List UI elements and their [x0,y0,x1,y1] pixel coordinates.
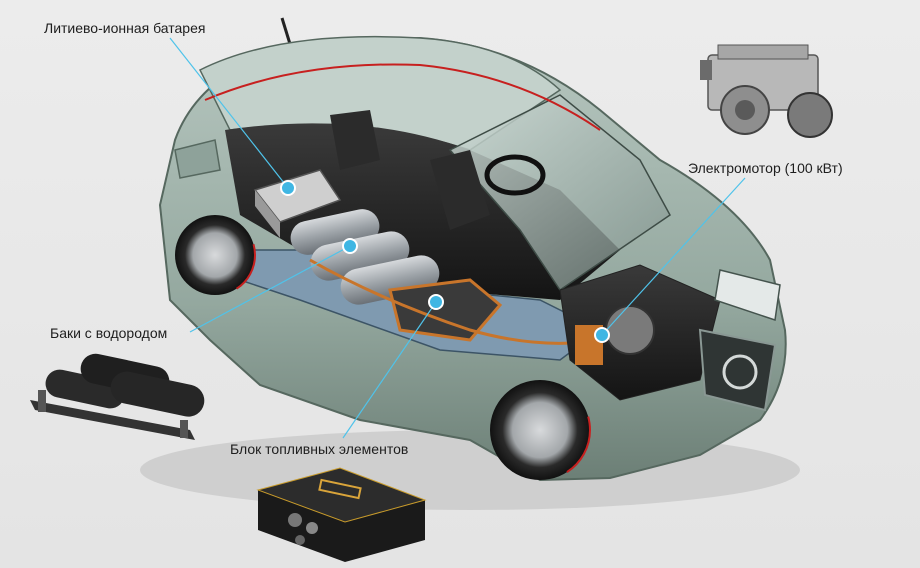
orange-wiring [309,258,601,345]
rear-wheel [174,214,256,296]
brand-logo [722,354,758,390]
callout-line-tanks [189,245,351,333]
callout-dot-tanks [342,238,358,254]
side-mirror [174,139,221,179]
callout-line-battery [169,37,289,189]
battery-box-side [255,190,280,238]
callout-dot-battery [280,180,296,196]
steering-wheel [484,154,546,196]
motor-onboard [605,305,655,355]
label-battery: Литиево-ионная батарея [44,20,206,36]
callout-dot-motor [594,327,610,343]
front-wheel [489,379,591,481]
callout-line-fuel-cell [342,301,437,439]
fuel-cell-onboard [388,278,503,342]
callout-dots [280,180,610,343]
front-seat [430,150,490,230]
label-fuel-cell: Блок топливных элементов [230,441,409,457]
callout-line-motor [601,177,746,336]
callout-dot-fuel-cell [428,294,444,310]
grille [698,328,777,412]
inset-hydrogen-tanks [30,353,205,440]
inset-electric-motor [700,44,833,138]
label-tanks: Баки с водородом [50,325,168,341]
red-trim [204,63,601,131]
windshield [448,94,671,292]
antenna [280,17,292,45]
rear-seat [330,110,380,170]
inset-fuel-cell-box [256,467,427,562]
callout-lines [169,37,746,439]
label-motor: Электромотор (100 кВт) [688,160,843,176]
headlight [714,269,781,321]
